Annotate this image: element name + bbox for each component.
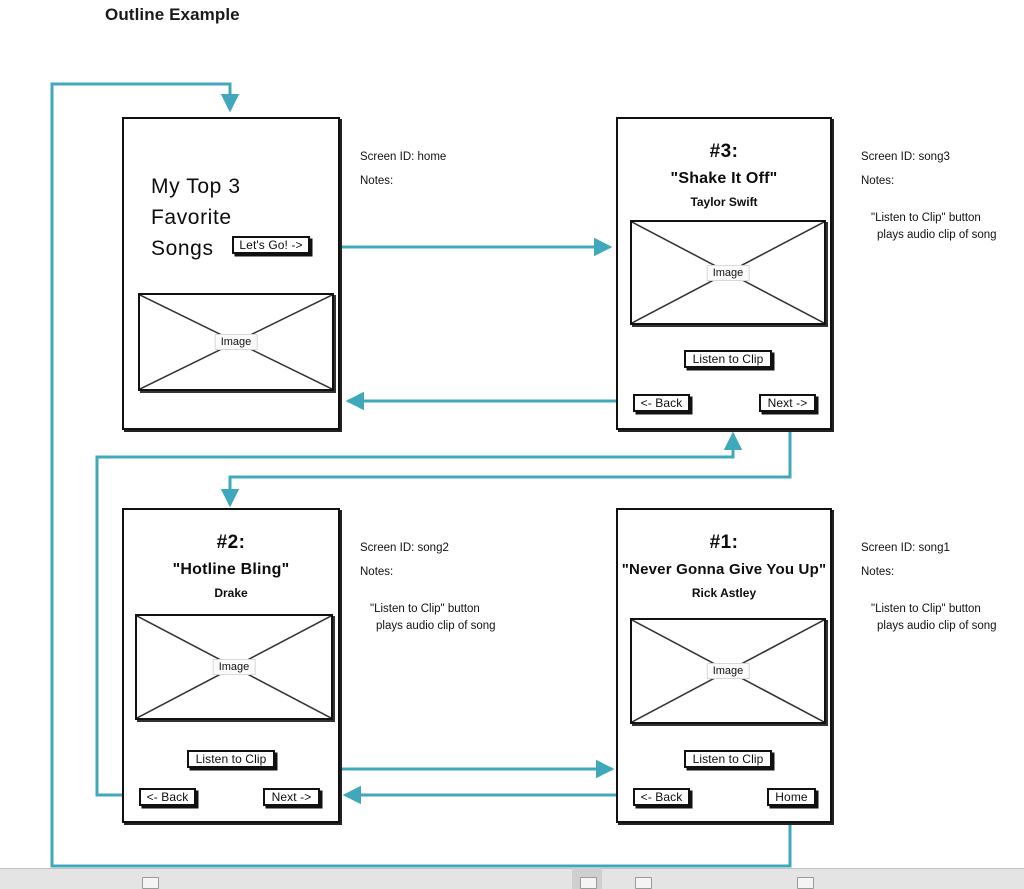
song3-rank: #3: [709,141,739,162]
screen-song2[interactable]: #2: "Hotline Bling" Drake Image Listen t… [122,508,340,823]
window-icon [142,877,159,889]
window-icon [635,877,652,889]
notes-song1: Screen ID: song1 Notes: "Listen to Clip"… [861,541,1024,661]
image-label: Image [706,264,750,281]
song3-artist: Taylor Swift [690,195,758,209]
notes-song3-screen-id: Screen ID: song3 [861,151,950,163]
song3-next-button[interactable]: Next -> [759,394,816,412]
song2-image-placeholder: Image [135,614,333,720]
notes-home: Screen ID: home Notes: [360,150,600,270]
song1-artist: Rick Astley [691,586,757,600]
image-label: Image [214,334,258,350]
notes-song2-body: "Listen to Clip" button plays audio clip… [370,603,496,633]
notes-song1-body: "Listen to Clip" button plays audio clip… [871,603,997,633]
song2-back-button[interactable]: <- Back [139,788,196,806]
song2-title: "Hotline Bling" [172,561,290,578]
image-label: Image [212,659,256,675]
notes-home-screen-id: Screen ID: home [360,151,447,163]
notes-song1-label: Notes: [861,566,895,578]
screen-home[interactable]: My Top 3 Favorite Songs Let's Go! -> Ima… [122,117,340,430]
notes-song1-screen-id: Screen ID: song1 [861,542,950,554]
window-icon [580,877,597,889]
home-image-placeholder: Image [138,293,334,391]
notes-song2-label: Notes: [360,566,394,578]
home-lets-go-button[interactable]: Let's Go! -> [232,236,310,254]
song1-listen-to-clip-button[interactable]: Listen to Clip [684,750,772,768]
taskbar [0,868,1024,889]
home-heading: My Top 3 Favorite Songs [151,175,241,260]
notes-song3-label: Notes: [861,175,895,187]
taskbar-icon-4[interactable] [795,875,817,889]
song2-artist: Drake [214,586,248,600]
song3-title: "Shake It Off" [670,170,778,187]
screen-song1[interactable]: #1: "Never Gonna Give You Up" Rick Astle… [616,508,832,823]
notes-song2: Screen ID: song2 Notes: "Listen to Clip"… [360,541,600,661]
screen-song3[interactable]: #3: "Shake It Off" Taylor Swift Image Li… [616,117,832,430]
window-icon [797,877,814,889]
notes-song2-screen-id: Screen ID: song2 [360,542,449,554]
taskbar-icon-2[interactable] [578,875,600,889]
song3-listen-to-clip-button[interactable]: Listen to Clip [684,350,772,368]
notes-song3-body: "Listen to Clip" button plays audio clip… [871,212,997,242]
image-label: Image [706,663,750,679]
song1-image-placeholder: Image [630,618,826,724]
notes-home-label: Notes: [360,175,394,187]
notes-song3: Screen ID: song3 Notes: "Listen to Clip"… [861,150,1024,270]
song3-image-placeholder: Image [630,220,826,325]
song1-title: "Never Gonna Give You Up" [621,561,827,578]
song1-back-button[interactable]: <- Back [633,788,690,806]
song2-listen-to-clip-button[interactable]: Listen to Clip [187,750,275,768]
song3-back-button[interactable]: <- Back [633,394,690,412]
song2-next-button[interactable]: Next -> [263,788,320,806]
song1-rank: #1: [709,532,739,553]
taskbar-icon-3[interactable] [633,875,655,889]
wire-song2-next-to-song1 [292,759,615,786]
page-title: Outline Example [105,5,240,24]
song1-home-button[interactable]: Home [767,788,816,806]
song2-rank: #2: [216,532,246,553]
taskbar-icon-1[interactable] [140,875,162,889]
